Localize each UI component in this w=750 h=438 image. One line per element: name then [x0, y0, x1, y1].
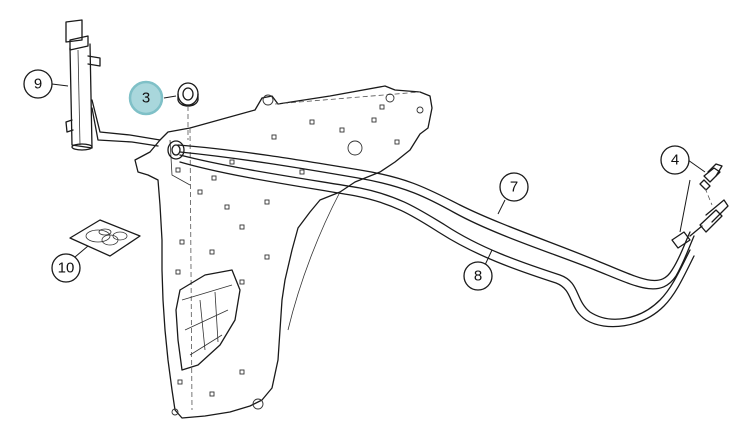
callout-4[interactable]: 4: [660, 145, 690, 175]
callout-label: 8: [474, 268, 482, 285]
callout-7[interactable]: 7: [499, 172, 529, 202]
callout-8[interactable]: 8: [463, 261, 493, 291]
callout-10[interactable]: 10: [51, 253, 81, 283]
leader-lines: [51, 83, 706, 266]
seal-kit: [69, 219, 141, 257]
callout-label: 10: [58, 260, 75, 277]
callout-label: 4: [671, 152, 679, 169]
callout-9[interactable]: 9: [23, 69, 53, 99]
seal-washer: [177, 82, 199, 140]
hydraulic-cylinder: [65, 19, 161, 151]
callout-label: 3: [142, 90, 150, 107]
adapter-fitting: [699, 163, 723, 206]
callout-label: 7: [510, 179, 518, 196]
hydraulic-hoses: [167, 140, 729, 328]
callout-label: 9: [34, 76, 42, 93]
callout-3[interactable]: 3: [128, 80, 164, 116]
mounting-plate: [134, 85, 433, 419]
